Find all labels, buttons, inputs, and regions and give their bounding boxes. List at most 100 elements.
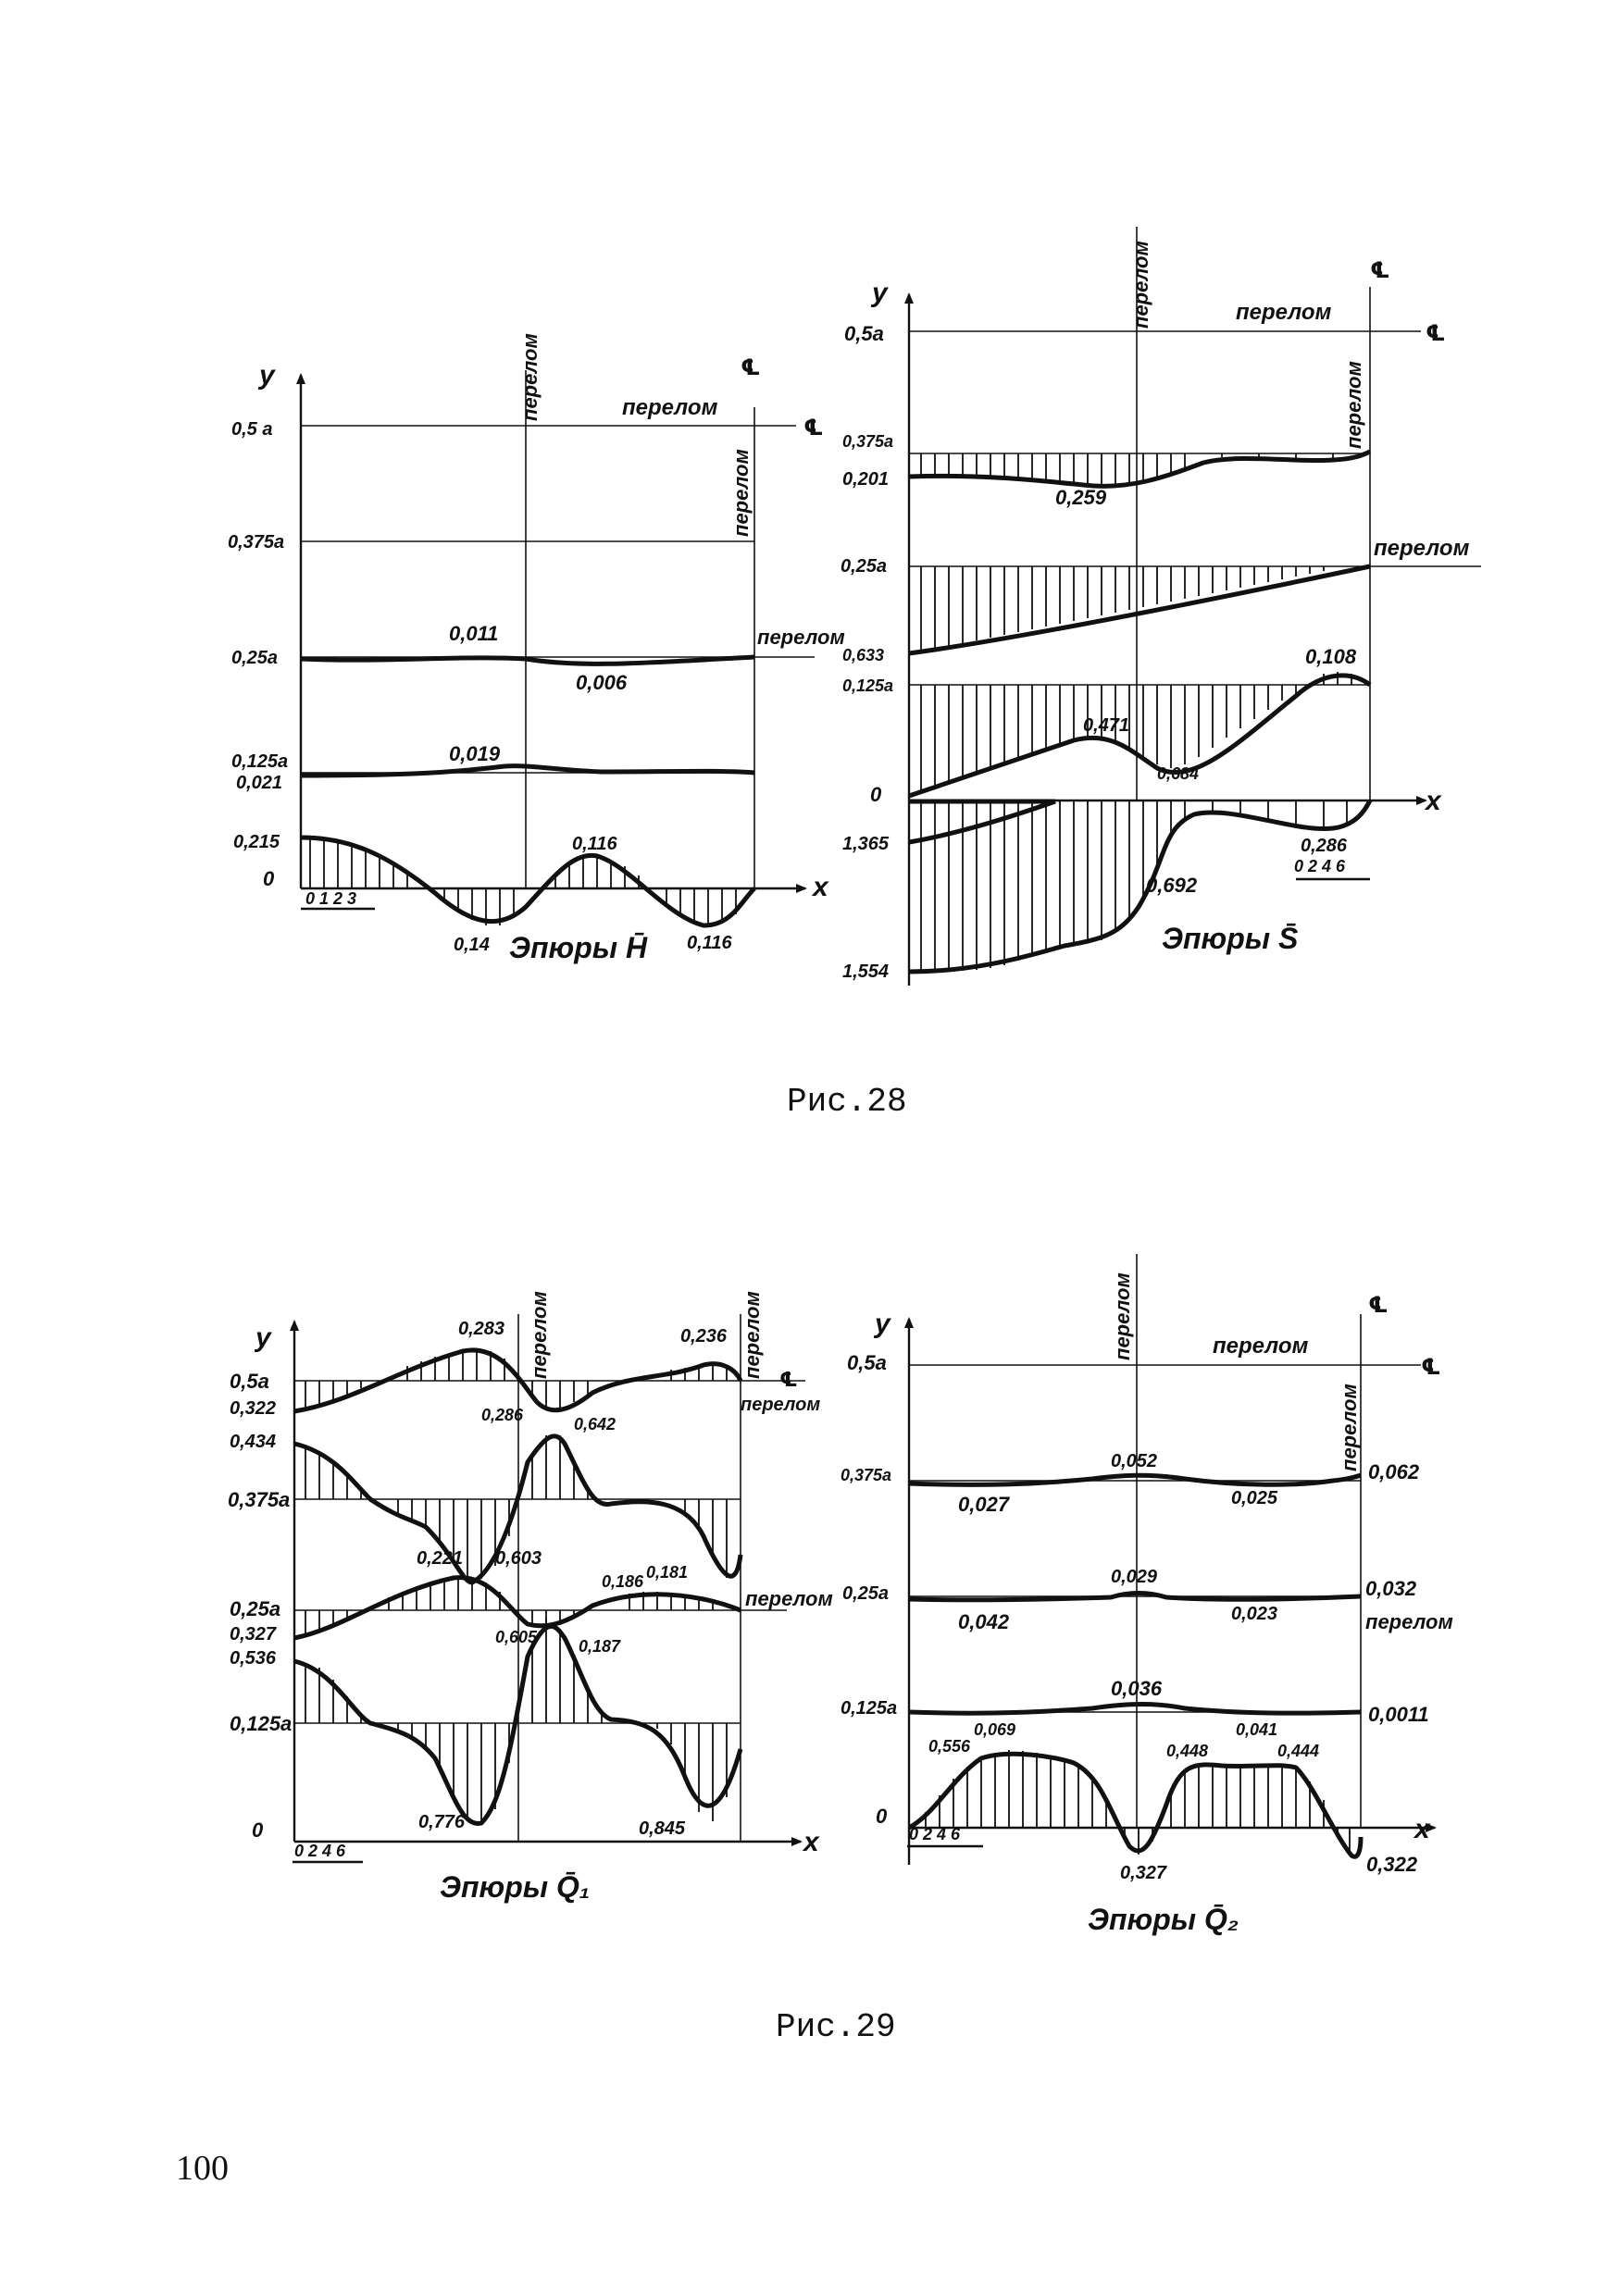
s-cl-symbol: ℄ [1370,258,1390,283]
s-title: Эпюры S̄ [1162,922,1299,955]
h-x-label: x [811,872,829,902]
q2-cl-symbol: ℄ [1368,1293,1389,1318]
s-curve-025 [908,564,1371,656]
diagram-s: y x 0,5a 0,375a 0,201 0,25a 0,633 0,125a… [841,227,1481,986]
q2-value-label: 0,041 [1236,1720,1277,1739]
s-value-label: 0,286 [1301,836,1348,856]
q2-level-label: 0,25a [842,1583,889,1604]
q2-curve-025 [908,1591,1362,1603]
q2-x-label: x [1413,1814,1431,1844]
q1-fold-label: перелом [528,1291,551,1379]
q1-title: Эпюры Q̄₁ [440,1870,590,1904]
q2-curve-0375 [908,1472,1362,1487]
q1-cl-symbol: ℄ [779,1368,798,1391]
q2-hatching [925,1750,1351,1855]
q2-value-label: 0,327 [1120,1863,1167,1883]
s-curve-0125 [908,673,1372,799]
h-cl-symbol: ℄ [741,355,761,380]
h-level-label: 0,375a [228,532,284,552]
h-y-label: y [257,360,276,391]
q2-right-value: 0,0011 [1368,1703,1429,1726]
h-title: Эпюры H̄ [509,931,648,964]
s-level-label: 0,375a [842,432,893,451]
q2-value-label: 0,036 [1111,1677,1163,1700]
q1-curve-0125 [293,1624,743,1826]
q1-value-label: 0,605 [495,1628,538,1646]
h-curve-0 [300,835,756,928]
q1-curve-05 [293,1347,743,1414]
q2-y-label: y [873,1309,891,1339]
h-level-label: 0,125a [231,751,288,772]
caption-fig29: Рис.29 [776,2008,896,2046]
q2-level-label: 0 [876,1805,888,1828]
q1-level-label: 0 [252,1818,264,1842]
s-value-label: 0,471 [1083,715,1129,736]
q1-level-label: 0,5a [230,1370,269,1393]
q2-level-label: 0,125a [841,1698,897,1719]
h-level-label: 0,021 [236,773,282,793]
h-value-label: 0,019 [449,742,501,765]
q1-value-label: 0,603 [495,1548,542,1569]
q1-fold-label: перелом [741,1395,820,1415]
s-value-label: 0,684 [1157,764,1199,783]
h-curve-0125 [300,763,755,778]
q1-level-label: 0,536 [230,1648,277,1669]
q1-scale-label: 0 2 4 6 [294,1842,346,1860]
q2-value-label: 0,069 [974,1720,1015,1739]
s-value-label: 0,259 [1055,486,1107,509]
h-fold-label: перелом [729,449,753,537]
q2-level-label: 0,5a [847,1351,887,1374]
q1-level-label: 0,327 [230,1624,277,1644]
q1-x-label: x [802,1827,820,1857]
q2-value-label: 0,556 [928,1737,971,1756]
q1-curve-025 [293,1575,741,1641]
q2-title: Эпюры Q̄₂ [1088,1903,1239,1936]
q1-y-label: y [254,1322,272,1353]
s-fold-label: перелом [1374,536,1470,561]
s-level-label: 0,25a [841,556,887,577]
h-value-label: 0,116 [572,834,617,854]
h-level-label: 0,5 a [231,419,272,440]
q1-value-label: 0,286 [481,1406,524,1424]
q2-fold-label: перелом [1213,1334,1309,1359]
q2-value-label: 0,444 [1277,1742,1319,1760]
q1-level-label: 0,375a [228,1488,290,1511]
q1-value-label: 0,187 [579,1637,621,1656]
q2-fold-label: перелом [1111,1272,1134,1360]
q2-value-label: 0,023 [1231,1604,1277,1624]
s-hatching [920,453,1352,972]
s-level-label: 0,633 [842,646,884,664]
s-level-label: 1,365 [842,834,890,854]
h-fold-label: перелом [622,395,718,420]
h-value-label: 0,011 [449,622,498,645]
h-level-label: 0,25a [231,648,278,668]
s-level-label: 1,554 [842,962,889,982]
h-cl-symbol: ℄ [803,416,824,441]
h-fold-label: перелом [518,333,542,421]
diagram-q1: y x 0,5a 0,322 0,434 0,375a 0,25a 0,327 … [228,1291,833,1904]
h-curve-025 [300,654,755,666]
h-hatching [309,838,737,925]
q1-level-label: 0,25a [230,1597,280,1620]
s-level-label: 0 [870,783,882,806]
s-y-label: y [870,278,889,308]
q2-level-label: 0,375a [841,1466,891,1484]
q2-value-label: 0,052 [1111,1451,1157,1471]
q1-fold-label: перелом [741,1291,764,1379]
q1-value-label: 0,776 [418,1812,466,1832]
q1-value-label: 0,221 [417,1548,463,1569]
q1-value-label: 0,845 [639,1818,686,1839]
s-value-label: 0,108 [1305,645,1357,668]
q1-value-label: 0,642 [574,1415,616,1433]
s-value-label: 0,692 [1146,874,1198,897]
q2-value-label: 0,448 [1166,1742,1208,1760]
q2-curve-0 [907,1751,1364,1859]
q2-curve-0125 [908,1702,1362,1716]
h-level-label: 0 [263,867,275,890]
s-fold-label: перелом [1129,241,1152,329]
s-x-label: x [1424,786,1442,816]
q1-value-label: 0,236 [680,1326,728,1347]
q1-value-label: 0,181 [646,1563,688,1582]
h-level-label: 0,215 [233,832,280,852]
